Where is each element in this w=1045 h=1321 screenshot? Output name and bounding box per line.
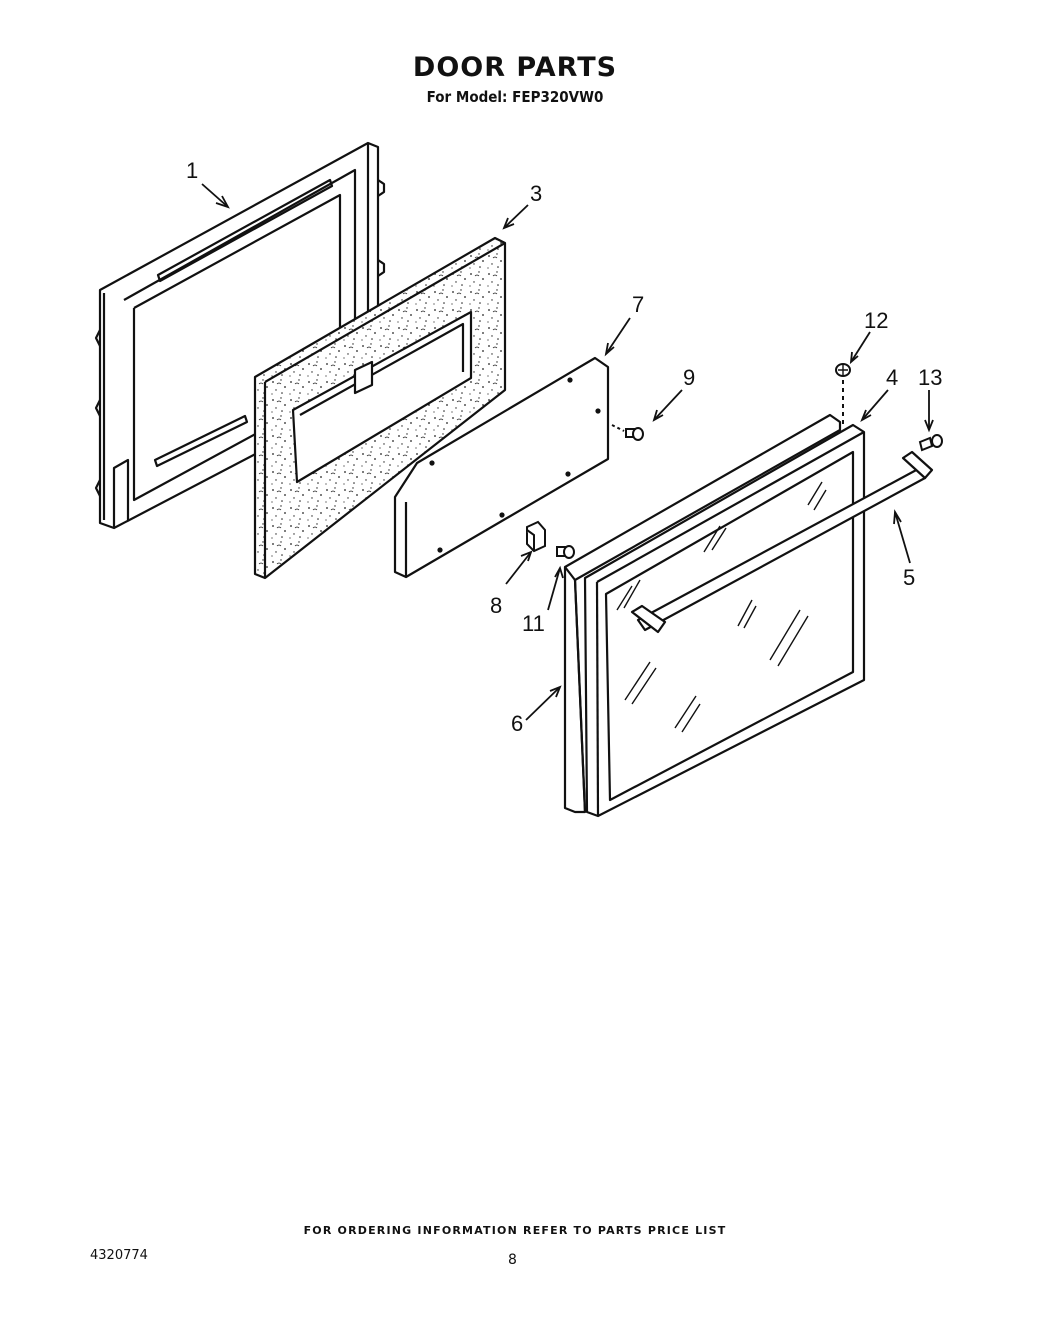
callout-4: 4 <box>886 365 898 390</box>
callout-3: 3 <box>530 181 542 206</box>
callout-12: 12 <box>864 308 888 333</box>
callout-8: 8 <box>490 593 502 618</box>
part-11-screw <box>556 545 575 559</box>
part-3-insulation-panel <box>253 236 507 580</box>
callout-1: 1 <box>186 158 198 183</box>
page-number: 8 <box>508 1252 517 1268</box>
part-7-door-liner <box>393 356 610 579</box>
part-12-screw <box>835 363 851 424</box>
part-9-screw <box>611 424 644 441</box>
callout-5: 5 <box>903 565 915 590</box>
leader-lines <box>201 183 934 721</box>
callout-6: 6 <box>511 711 523 736</box>
part-8-clip <box>526 520 546 553</box>
part-13-screw <box>918 434 943 452</box>
callout-7: 7 <box>632 292 644 317</box>
callout-9: 9 <box>683 365 695 390</box>
page-title: DOOR PARTS <box>412 52 618 83</box>
document-number: 4320774 <box>90 1248 148 1263</box>
part-6-window-gasket <box>563 413 842 814</box>
model-subtitle: For Model: FEP320VW0 <box>426 88 604 106</box>
ordering-note: FOR ORDERING INFORMATION REFER TO PARTS … <box>303 1224 727 1237</box>
callout-11: 11 <box>522 611 545 636</box>
callout-13: 13 <box>918 365 942 390</box>
part-5-door-handle <box>630 450 934 634</box>
